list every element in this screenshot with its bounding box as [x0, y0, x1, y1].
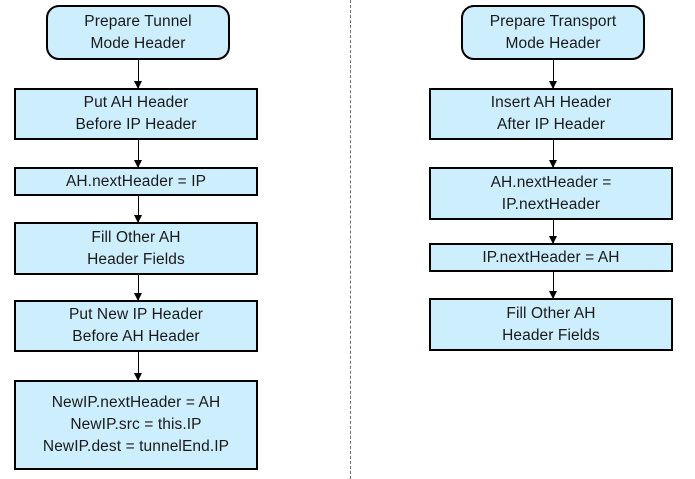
node-tunnel-step-1[interactable]: Put AH Header Before IP Header — [14, 88, 258, 140]
node-transport-step-4[interactable]: Fill Other AH Header Fields — [429, 298, 673, 351]
node-tunnel-start[interactable]: Prepare Tunnel Mode Header — [46, 5, 230, 60]
column-divider — [350, 0, 351, 479]
node-tunnel-step-5[interactable]: NewIP.nextHeader = AH NewIP.src = this.I… — [14, 380, 258, 470]
node-transport-step-3[interactable]: IP.nextHeader = AH — [429, 243, 673, 272]
node-transport-step-1[interactable]: Insert AH Header After IP Header — [429, 88, 673, 140]
node-transport-step-2[interactable]: AH.nextHeader = IP.nextHeader — [429, 167, 673, 220]
node-transport-start[interactable]: Prepare Transport Mode Header — [461, 5, 645, 60]
node-tunnel-step-3[interactable]: Fill Other AH Header Fields — [14, 222, 258, 275]
node-tunnel-step-2[interactable]: AH.nextHeader = IP — [14, 167, 258, 196]
node-tunnel-step-4[interactable]: Put New IP Header Before AH Header — [14, 300, 258, 352]
